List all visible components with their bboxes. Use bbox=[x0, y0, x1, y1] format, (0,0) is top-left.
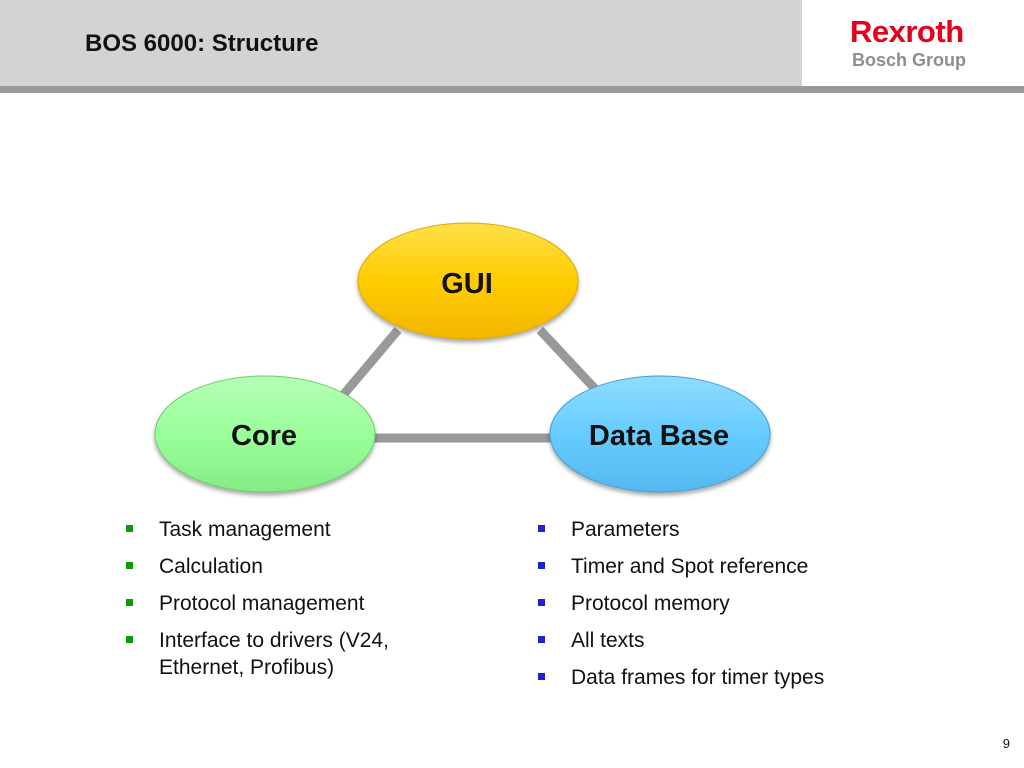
node-database: Data Base bbox=[549, 375, 771, 493]
list-item: Data frames for timer types bbox=[533, 664, 913, 691]
database-feature-text: Data frames for timer types bbox=[571, 666, 825, 689]
database-feature-text: All texts bbox=[571, 629, 645, 652]
list-item: Protocol management bbox=[121, 590, 461, 617]
connector-gui-core bbox=[340, 327, 402, 397]
core-feature-text: Interface to drivers (V24, Ethernet, Pro… bbox=[159, 629, 389, 679]
list-item: Protocol memory bbox=[533, 590, 913, 617]
bullet-square-icon bbox=[538, 673, 545, 680]
logo-brand: Rexroth bbox=[850, 14, 964, 49]
database-feature-text: Parameters bbox=[571, 518, 680, 541]
core-feature-text: Task management bbox=[159, 518, 331, 541]
core-feature-text: Protocol management bbox=[159, 592, 365, 615]
core-features-list: Task management Calculation Protocol man… bbox=[121, 516, 461, 691]
bullet-square-icon bbox=[538, 599, 545, 606]
list-item: Interface to drivers (V24, Ethernet, Pro… bbox=[121, 627, 461, 681]
header-divider bbox=[0, 86, 1024, 93]
page-number: 9 bbox=[1002, 736, 1010, 751]
bullet-square-icon bbox=[126, 562, 133, 569]
node-database-label: Data Base bbox=[589, 420, 729, 452]
bullet-square-icon bbox=[538, 562, 545, 569]
list-item: Task management bbox=[121, 516, 461, 543]
node-gui: GUI bbox=[357, 222, 579, 340]
slide-title: BOS 6000: Structure bbox=[85, 30, 319, 57]
database-feature-text: Protocol memory bbox=[571, 592, 730, 615]
bullet-square-icon bbox=[538, 636, 545, 643]
database-feature-text: Timer and Spot reference bbox=[571, 555, 809, 578]
bullet-square-icon bbox=[126, 599, 133, 606]
bullet-square-icon bbox=[538, 525, 545, 532]
logo-group: Bosch Group bbox=[852, 50, 967, 70]
slide-header: BOS 6000: Structure Rexroth Bosch Group bbox=[0, 0, 1024, 93]
title-band bbox=[0, 0, 802, 86]
node-core-label: Core bbox=[231, 420, 297, 452]
list-item: Parameters bbox=[533, 516, 913, 543]
list-item: Calculation bbox=[121, 553, 461, 580]
list-item: Timer and Spot reference bbox=[533, 553, 913, 580]
list-item: All texts bbox=[533, 627, 913, 654]
logo bbox=[802, 0, 1024, 86]
bullet-square-icon bbox=[126, 525, 133, 532]
node-gui-label: GUI bbox=[441, 268, 493, 300]
database-features-list: Parameters Timer and Spot reference Prot… bbox=[533, 516, 913, 701]
bullet-square-icon bbox=[126, 636, 133, 643]
core-feature-text: Calculation bbox=[159, 555, 263, 578]
connector-gui-database bbox=[536, 326, 602, 396]
node-core: Core bbox=[154, 375, 376, 493]
